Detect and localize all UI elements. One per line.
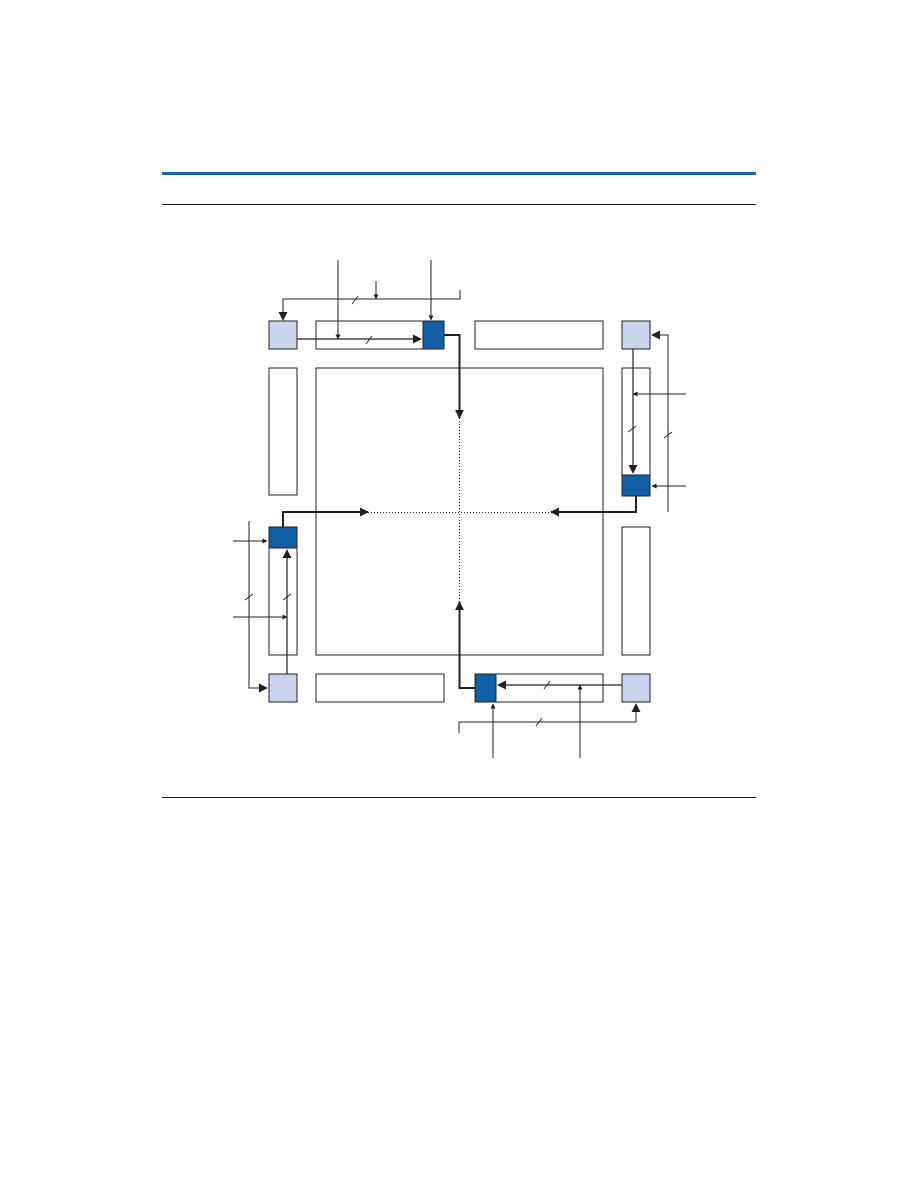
active-block-top: [422, 320, 445, 350]
active-block-right: [621, 474, 651, 497]
io-bank-right-bottom: [621, 526, 651, 656]
figure-bottom-rule: [162, 797, 756, 798]
active-block-left: [268, 526, 298, 549]
right-feed-network: [627, 330, 686, 512]
corner-block-top-left: [268, 320, 298, 350]
clock-path-left: [282, 507, 369, 527]
left-feed-network: [233, 521, 292, 693]
top-feed-network: [278, 260, 461, 345]
corner-block-bottom-right: [621, 673, 651, 703]
figure-top-rule: [162, 204, 756, 205]
io-bank-left-top: [268, 367, 298, 496]
io-bank-top-right: [474, 320, 604, 350]
io-bank-bottom-left: [315, 673, 445, 703]
clock-path-bottom: [455, 601, 475, 689]
bottom-feed-network: [458, 680, 641, 758]
corner-block-bottom-left: [268, 673, 298, 703]
active-block-bottom: [474, 673, 497, 703]
clock-path-right: [550, 496, 637, 517]
clock-path-top: [444, 334, 464, 419]
corner-block-top-right: [621, 320, 651, 350]
header-accent-rule: [162, 172, 756, 175]
